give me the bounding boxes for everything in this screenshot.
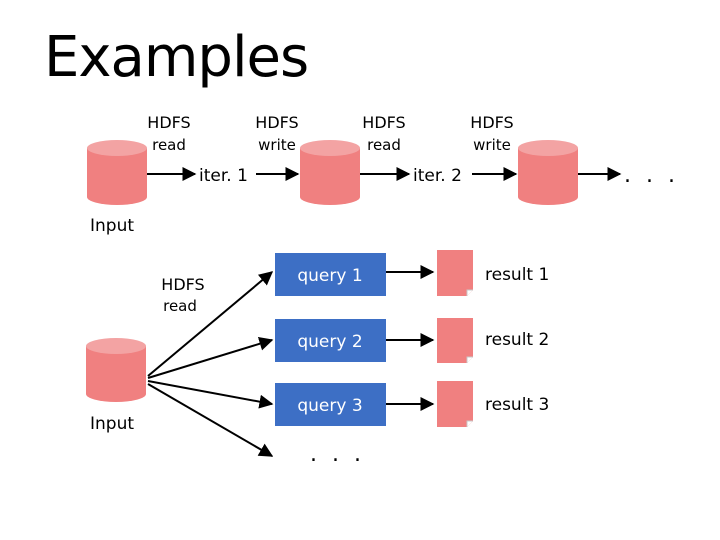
top-input-label: Input xyxy=(90,216,134,236)
input-cylinder-bottom xyxy=(86,338,146,402)
hdfs-op-4-line2: write xyxy=(473,136,511,154)
fan-arrow-more xyxy=(147,383,274,457)
query-2-label: query 2 xyxy=(297,332,362,352)
query-1-label: query 1 xyxy=(297,266,362,286)
fan-arrow-query-2 xyxy=(147,336,274,379)
hdfs-op-2-line1: HDFS xyxy=(255,113,298,132)
hdfs-op-4-line1: HDFS xyxy=(470,113,513,132)
intermediate-cylinder-1 xyxy=(300,140,360,205)
bottom-hdfs-line1: HDFS xyxy=(161,275,204,294)
result-1-label: result 1 xyxy=(485,265,549,285)
bottom-input-label: Input xyxy=(90,414,134,434)
result-2-label: result 2 xyxy=(485,330,549,350)
result-box-3 xyxy=(437,381,473,427)
fan-arrow-query-3 xyxy=(147,380,274,409)
result-box-1 xyxy=(437,250,473,296)
intermediate-cylinder-2 xyxy=(518,140,578,205)
hdfs-op-3-line2: read xyxy=(367,136,401,154)
query-box-2: query 2 xyxy=(275,319,386,362)
page-title: Examples xyxy=(44,25,308,90)
bottom-hdfs-line2: read xyxy=(163,297,197,315)
query-box-3: query 3 xyxy=(275,383,386,426)
fan-arrow-query-1 xyxy=(147,271,274,377)
result-box-2 xyxy=(437,318,473,363)
input-cylinder-top xyxy=(87,140,147,205)
bottom-ellipsis: . . . xyxy=(310,442,365,467)
iter-1-label: iter. 1 xyxy=(199,166,248,186)
iter-2-label: iter. 2 xyxy=(413,166,462,186)
hdfs-op-3-line1: HDFS xyxy=(362,113,405,132)
top-ellipsis: . . . xyxy=(624,163,679,188)
hdfs-op-2-line2: write xyxy=(258,136,296,154)
query-box-1: query 1 xyxy=(275,253,386,296)
hdfs-op-1-line1: HDFS xyxy=(147,113,190,132)
hdfs-op-1-line2: read xyxy=(152,136,186,154)
query-3-label: query 3 xyxy=(297,396,362,416)
result-3-label: result 3 xyxy=(485,395,549,415)
